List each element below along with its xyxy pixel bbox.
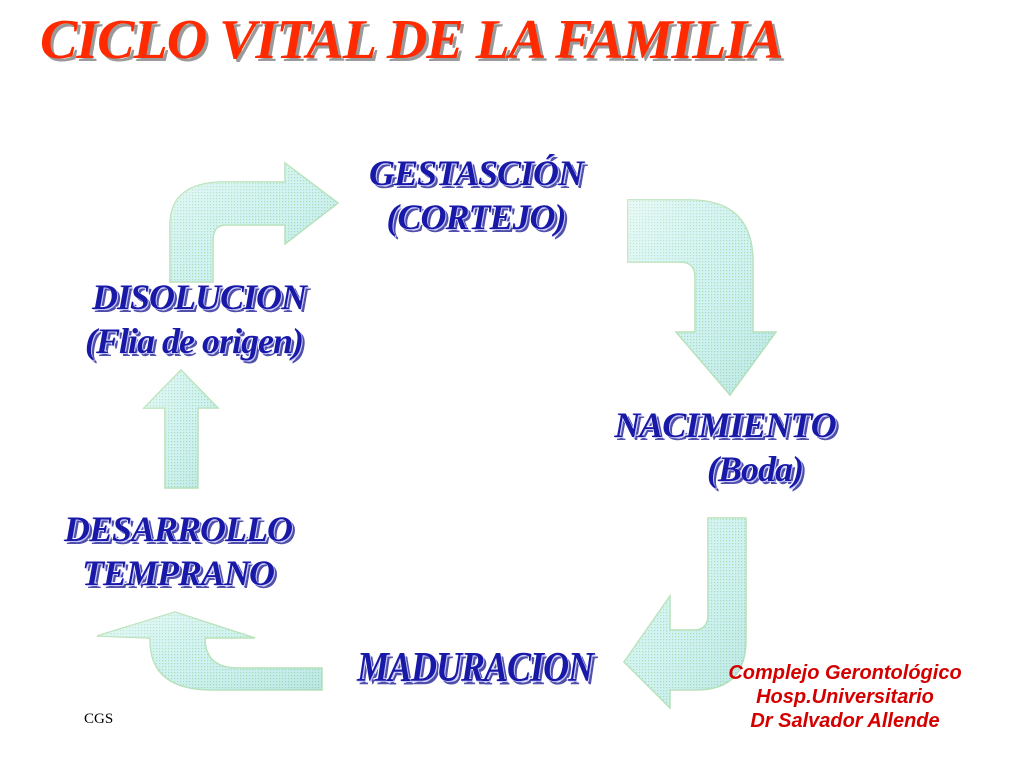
arrow-disolucion-to-gestacion: [169, 161, 340, 283]
stage-gestacion: GESTASCIÓN (CORTEJO): [344, 152, 608, 240]
arrow-gestacion-to-nacimiento: [627, 199, 778, 397]
arrow-nacimiento-to-maduracion: [623, 517, 747, 710]
credit-line-1: Complejo Gerontológico: [728, 662, 962, 684]
credit-line-2: Hosp.Universitario: [756, 686, 934, 708]
stage-desarrollo-name: DESARROLLO: [63, 509, 293, 549]
institution-credit: Complejo Gerontológico Hosp.Universitari…: [700, 661, 990, 733]
stage-desarrollo: DESARROLLO TEMPRANO: [42, 508, 314, 596]
stage-disolucion-name: DISOLUCION: [91, 277, 307, 317]
footer-initials: CGS: [84, 711, 114, 727]
stage-maduracion-name: MADURACION: [357, 643, 594, 691]
stage-gestacion-subtitle: (CORTEJO): [386, 196, 567, 237]
arrow-maduracion-to-desarrollo: [96, 611, 323, 691]
stage-nacimiento-name: NACIMIENTO: [614, 405, 836, 445]
stage-disolucion-subtitle: (Flia de origen): [85, 320, 304, 361]
stage-gestacion-name: GESTASCIÓN: [368, 153, 584, 193]
credit-line-3: Dr Salvador Allende: [750, 710, 940, 732]
stage-desarrollo-subtitle: TEMPRANO: [81, 552, 275, 593]
stage-maduracion: MADURACION: [357, 642, 594, 694]
stage-nacimiento-subtitle: (Boda): [707, 448, 804, 489]
page-title: CICLO VITAL DE LA FAMILIA: [40, 9, 784, 71]
stage-disolucion: DISOLUCION (Flia de origen): [44, 276, 344, 364]
arrow-desarrollo-to-disolucion: [142, 368, 220, 489]
stage-nacimiento: NACIMIENTO (Boda): [590, 404, 860, 492]
